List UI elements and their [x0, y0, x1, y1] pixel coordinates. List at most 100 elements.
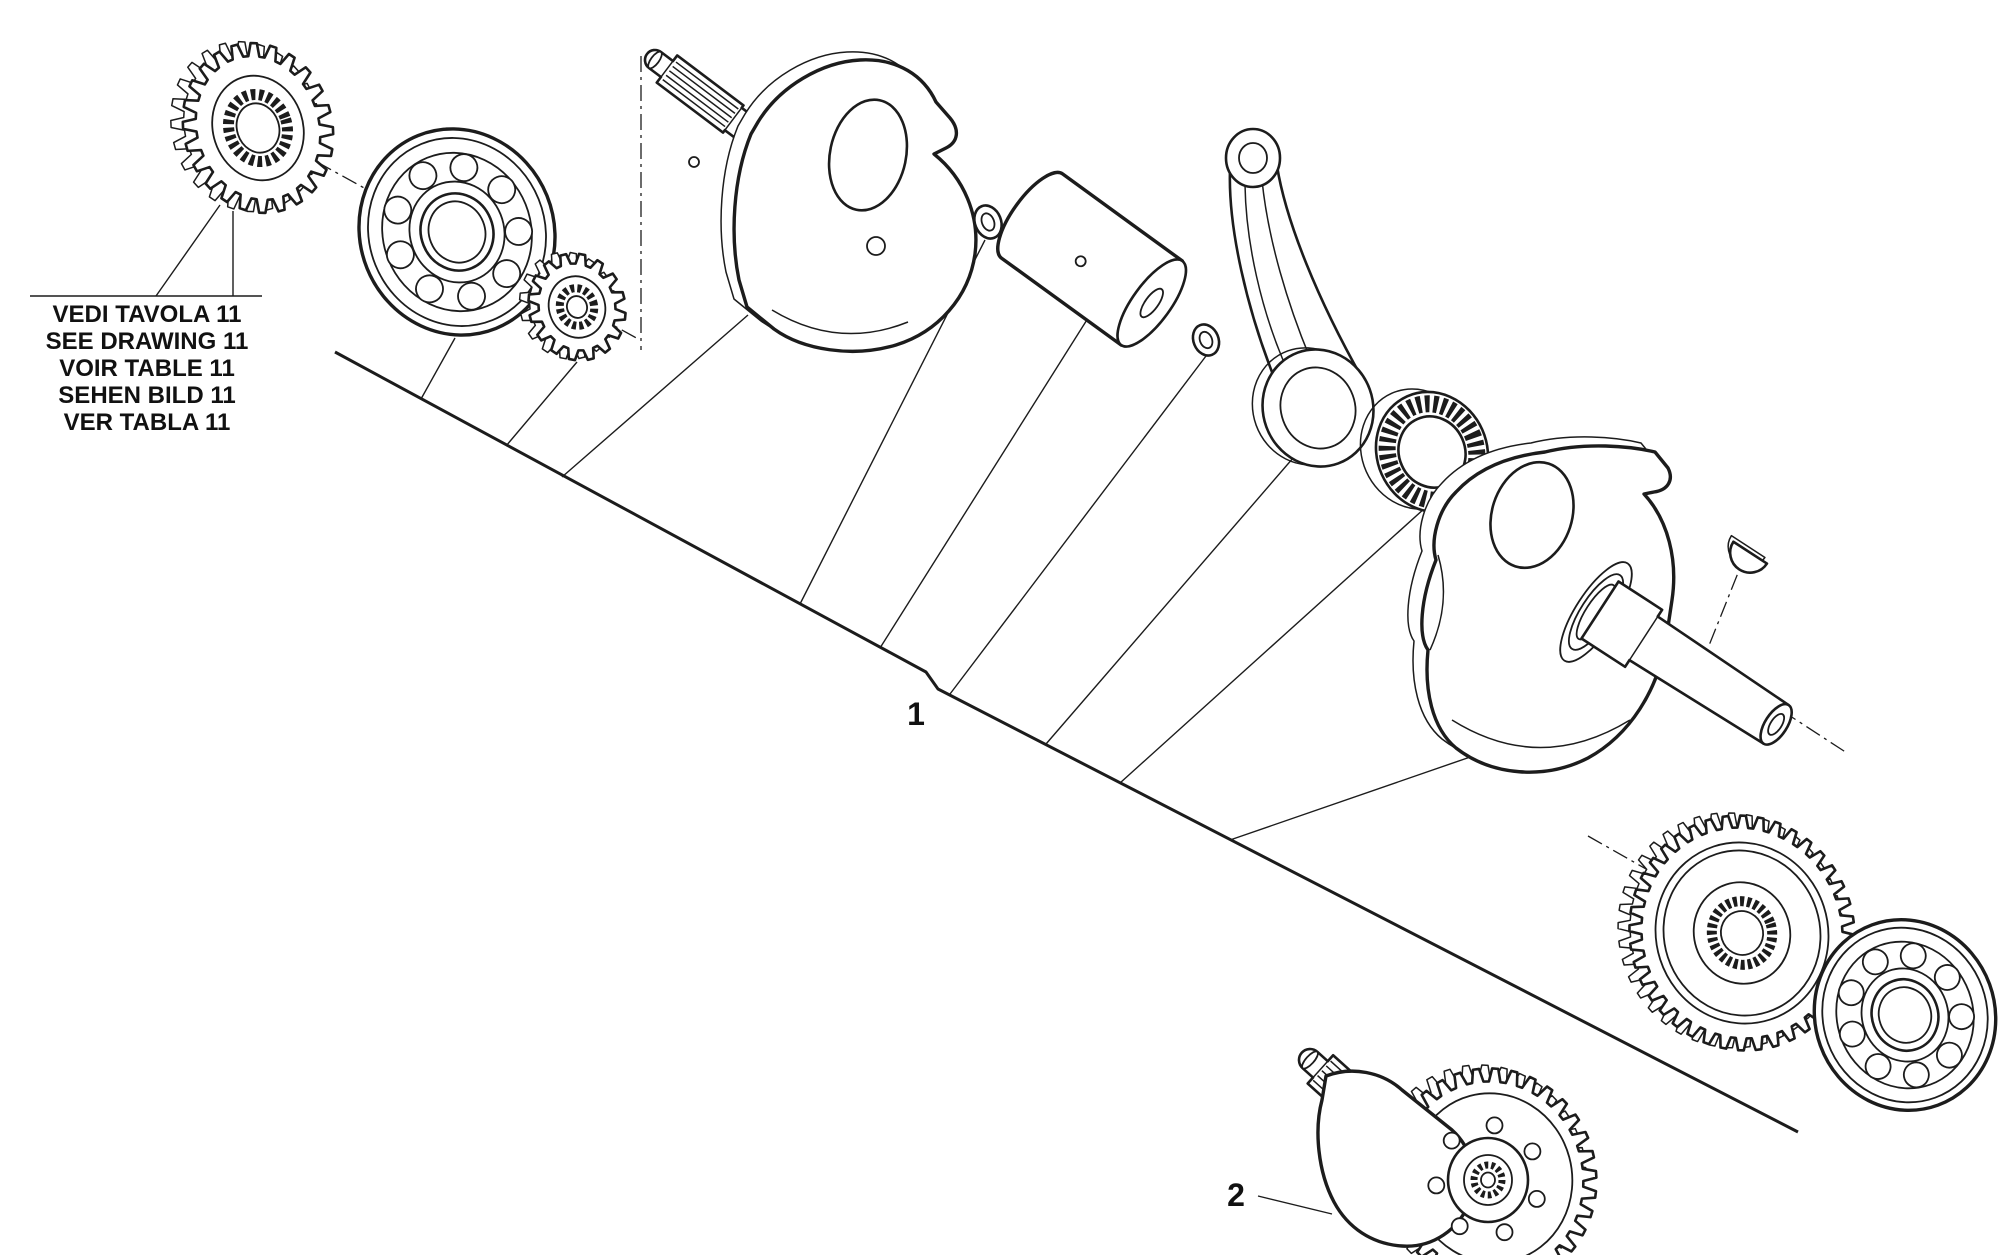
ring-bore	[1198, 330, 1214, 350]
spline-end	[724, 107, 743, 131]
bearing-bore	[427, 200, 487, 264]
bearing-ball	[1495, 1223, 1514, 1242]
bearing-ball	[1902, 1061, 1930, 1089]
shaft-end-bore	[1767, 712, 1786, 736]
leader-small-gear	[505, 361, 578, 447]
hub-bolt-holes	[1427, 1116, 1546, 1242]
pinion-spline-bore	[555, 284, 599, 330]
crank-web-right	[1420, 444, 1676, 774]
callout-lines	[30, 204, 1799, 1215]
spline-line	[668, 70, 733, 119]
pinion-front-face	[527, 252, 627, 362]
note-line-es: VER TABLA 11	[63, 409, 231, 436]
note-line-it: VEDI TAVOLA 11	[52, 301, 242, 328]
leader-crank-pin	[879, 314, 1091, 649]
key-body	[1728, 540, 1769, 574]
spline-step	[656, 54, 678, 84]
drive-gear-spline-bore	[1706, 896, 1778, 970]
bearing-ball	[504, 217, 533, 246]
crank-pin-pilot-hole	[866, 236, 886, 256]
bearing-ball	[492, 259, 522, 289]
bearing-ball	[1899, 942, 1927, 970]
bearing-bore	[1877, 986, 1933, 1044]
bearing-ball	[415, 274, 444, 304]
shaft-shoulder-line	[1628, 616, 1659, 661]
note-leader-a	[155, 204, 221, 297]
rod-big-end	[1251, 347, 1375, 468]
web-thickness-line	[1451, 719, 1631, 749]
crank-pin-oil-hole	[1074, 255, 1087, 268]
primary-drive-gear	[1617, 812, 1856, 1052]
rod-big-end-bore	[1279, 366, 1357, 450]
stub-step	[1307, 1054, 1334, 1084]
bearing-ball	[1948, 1003, 1975, 1031]
washer-bore	[980, 212, 996, 232]
connecting-rod	[1224, 127, 1375, 468]
drive-gear-front-face	[1628, 814, 1856, 1052]
bearing-ball	[1427, 1176, 1446, 1195]
bearing-ball	[1523, 1142, 1542, 1161]
bearing-ball	[1442, 1131, 1461, 1150]
rod-shank	[1228, 164, 1364, 380]
main-bearing-right	[1812, 917, 1998, 1113]
crank-half-right	[1407, 436, 1793, 774]
bearing-ball	[383, 195, 413, 225]
leader-balance-shaft	[1257, 1195, 1333, 1215]
reference-note: VEDI TAVOLA 11 SEE DRAWING 11 VOIR TABLE…	[26, 301, 268, 436]
spline-line	[662, 79, 726, 128]
spline-line	[675, 61, 739, 110]
bearing-ball	[408, 161, 438, 191]
hub-spline-bore	[1470, 1161, 1506, 1199]
leader-needle-bearing	[1119, 507, 1426, 784]
web-scallop-line	[1429, 554, 1445, 651]
crank-pin-oil-bore	[1139, 287, 1164, 319]
web-thickness-line	[771, 309, 909, 335]
bearing-ball	[1861, 948, 1889, 976]
spline-line	[672, 65, 736, 114]
rod-flange-line	[1244, 184, 1284, 361]
note-line-fr: VOIR TABLE 11	[59, 355, 235, 382]
bearing-ball	[1450, 1217, 1469, 1236]
leader-crank-web-right	[1229, 744, 1506, 841]
web-face-hole	[688, 156, 700, 168]
crank-pin	[996, 170, 1188, 348]
axis-right-shaft	[1611, 599, 1848, 754]
rod-small-end-bore	[1238, 142, 1268, 174]
bearing-ball	[1936, 1041, 1963, 1069]
thrust-washer	[973, 204, 1003, 240]
stub-tip-face	[1301, 1050, 1319, 1070]
note-line-de: SEHEN BILD 11	[58, 382, 236, 409]
bearing-balls	[1837, 942, 1975, 1089]
bearing-ball	[1485, 1116, 1504, 1135]
needle-bearing	[1359, 388, 1490, 514]
crank-web-right-hole	[1489, 460, 1575, 570]
drive-gear-bore	[1720, 910, 1764, 956]
balance-shaft-assembly	[1297, 1047, 1598, 1255]
shaft-tip-face	[647, 50, 663, 70]
spline-line	[665, 74, 729, 123]
woodruff-key	[1727, 534, 1769, 574]
pinion-gear	[518, 251, 627, 362]
balance-gear-hub	[1427, 1116, 1546, 1242]
bearing-ball	[1527, 1189, 1546, 1208]
timing-gear-front-face	[181, 41, 335, 215]
callout-1: 1	[907, 696, 925, 732]
leader-connecting-rod	[1045, 449, 1301, 745]
hub-bore	[1480, 1171, 1496, 1189]
timing-gear	[170, 40, 335, 215]
bearing-ball	[487, 175, 517, 205]
crank-web-lightening-hole	[827, 98, 909, 212]
leader-crank-web-left	[561, 314, 749, 478]
crank-half-left	[643, 48, 978, 353]
balance-shaft-arm	[1316, 1069, 1476, 1248]
spacer-ring	[1191, 323, 1221, 357]
leader-bearing-left	[420, 337, 456, 400]
leader-spacer-ring	[949, 355, 1207, 695]
bearing-ball	[1864, 1053, 1892, 1080]
bearing-balls	[383, 153, 533, 311]
bearing-ball	[1837, 979, 1865, 1007]
bearing-ball	[1933, 964, 1961, 991]
bearing-ball	[449, 153, 479, 183]
